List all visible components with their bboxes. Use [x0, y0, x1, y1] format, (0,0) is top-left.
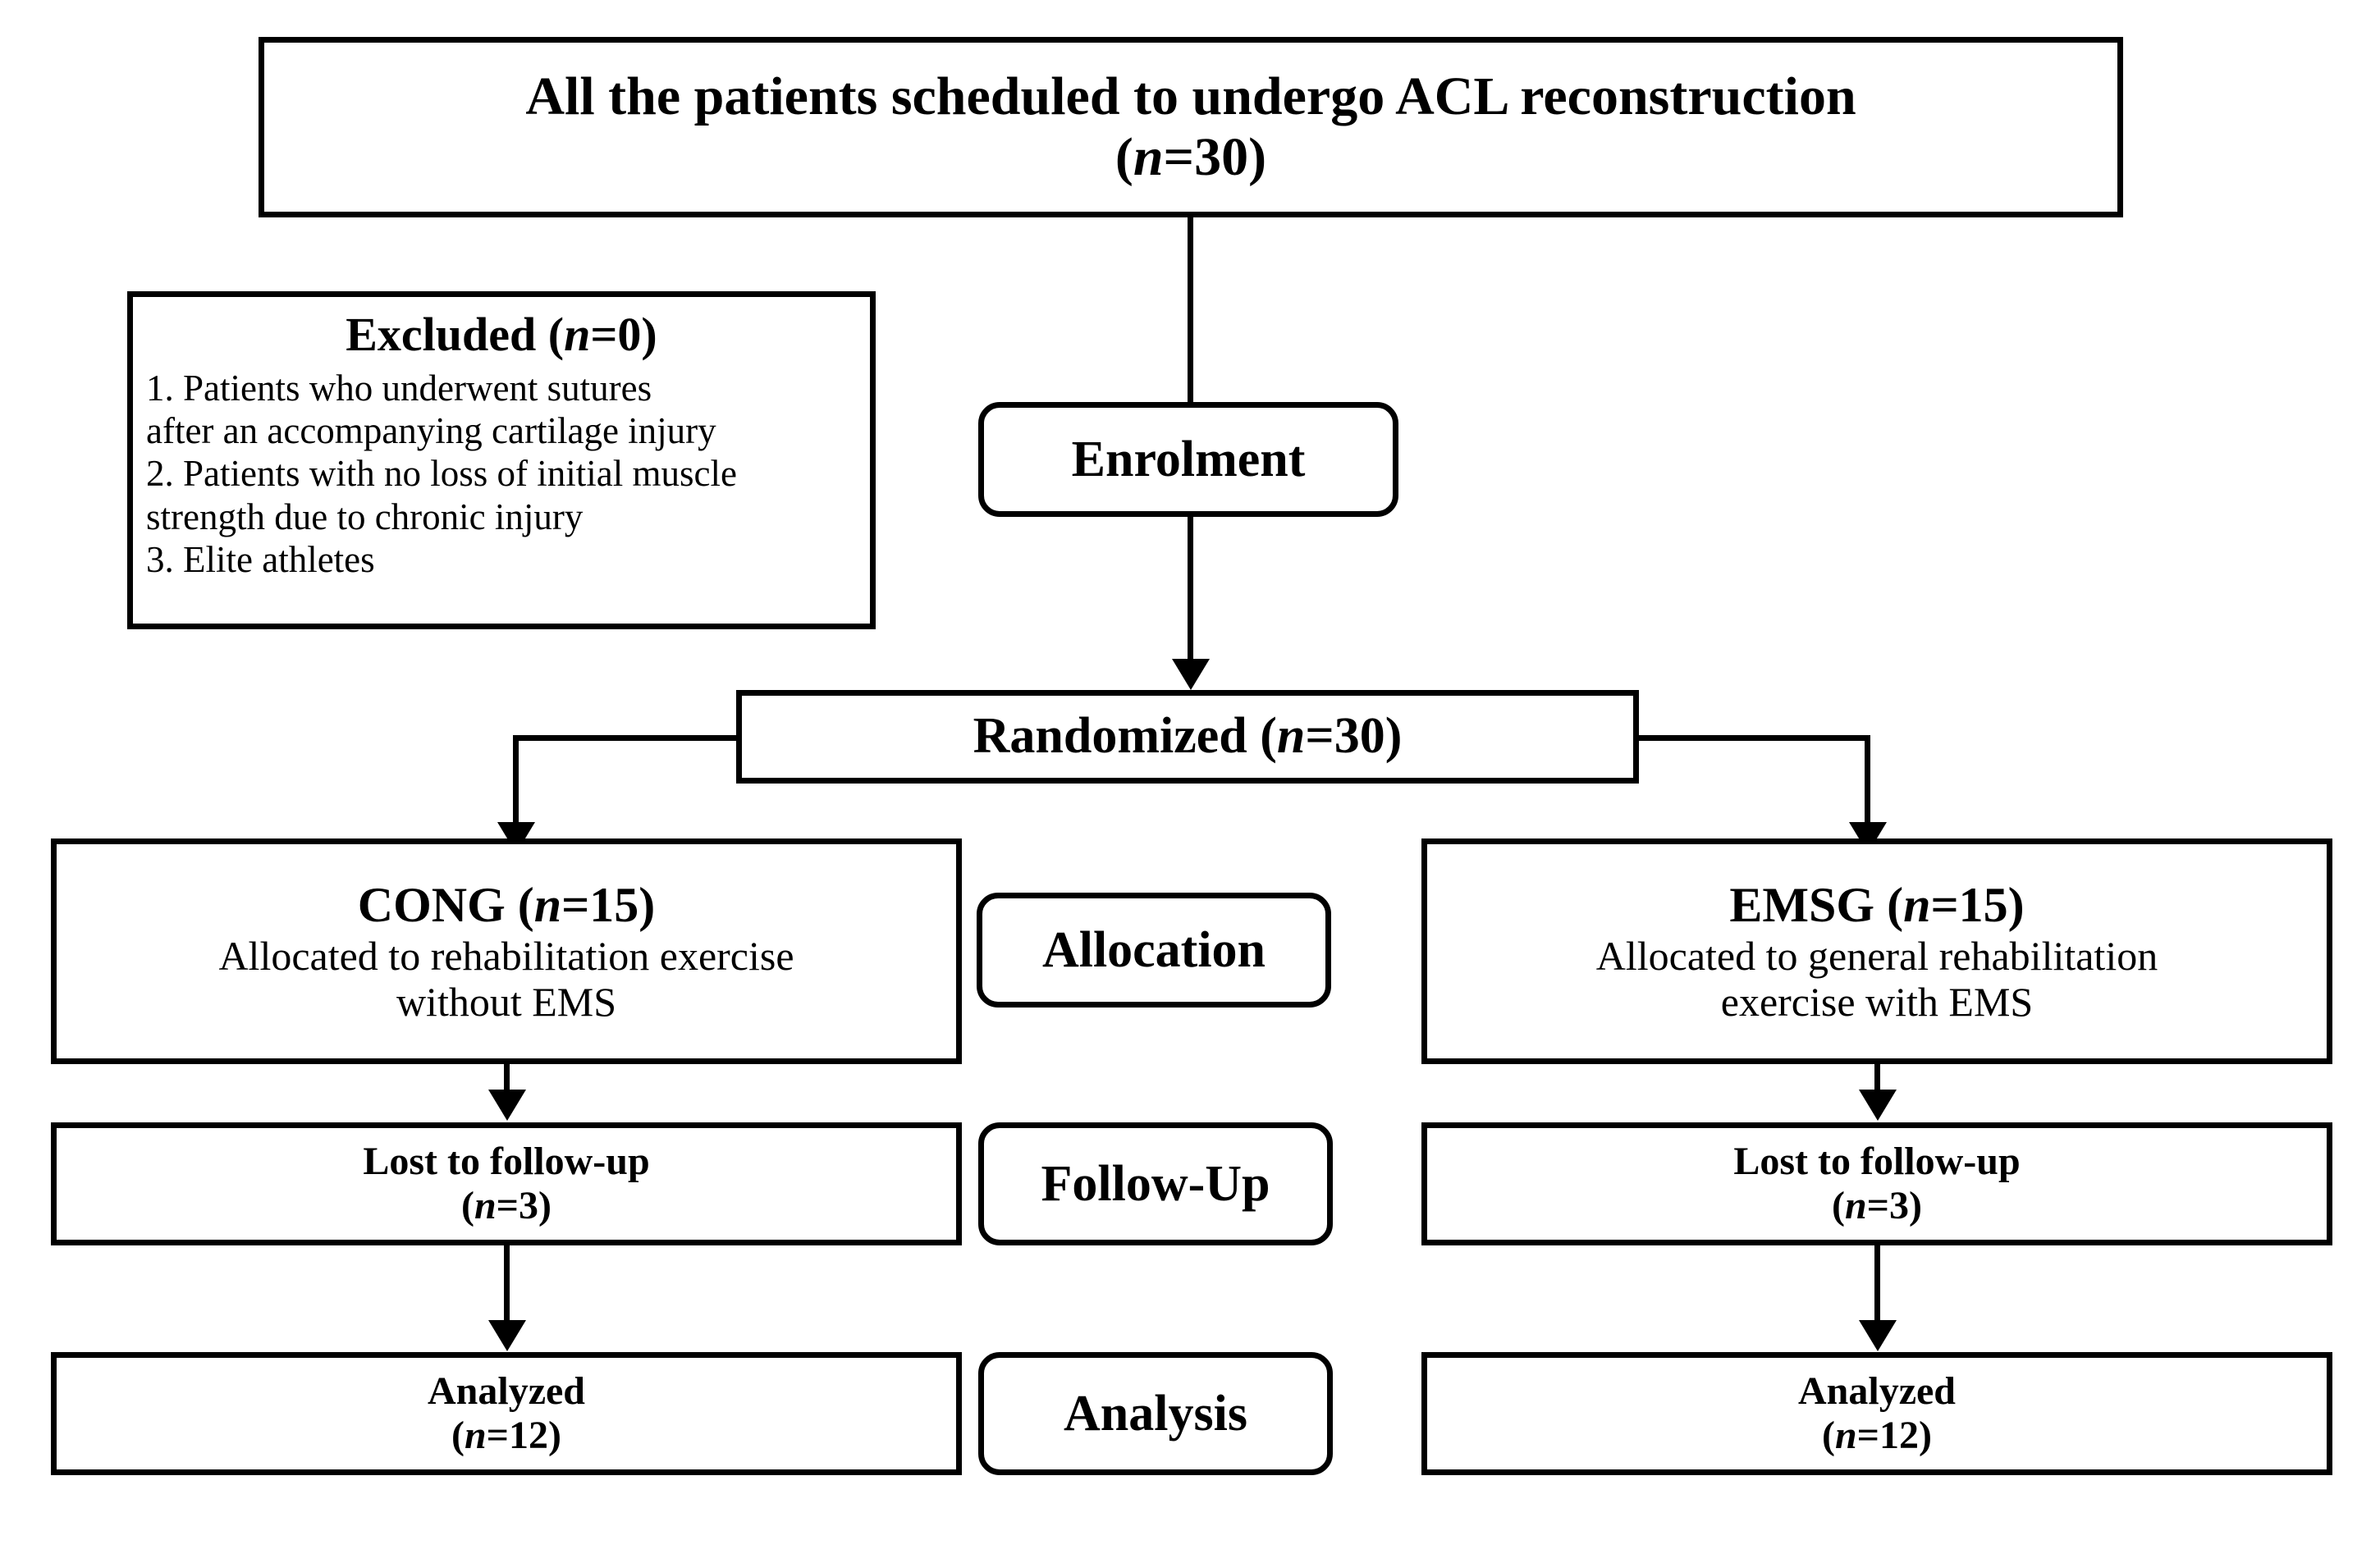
assessed-count-prefix: ( [1114, 127, 1133, 187]
randomized-italic-n: n [1276, 708, 1306, 765]
excluded-reason-item: 2. Patients with no loss of initial musc… [146, 453, 737, 495]
excluded-box: Excluded (n=0) 1. Patients who underwent… [127, 291, 876, 629]
emsg-analyzed-count: (n=12) [1427, 1414, 2327, 1458]
emsg-analyzed-label: Analyzed [1798, 1369, 1956, 1414]
followup-label: Follow-Up [1041, 1155, 1270, 1212]
arrowhead-to-randomized [1172, 659, 1210, 690]
connector-cong-alloc-to-followup [504, 1064, 510, 1095]
cong-heading-suffix: =15) [561, 877, 656, 932]
connector-cong-followup-to-analysis [504, 1245, 510, 1327]
emsg-heading: EMSG (n=15) [1427, 878, 2327, 933]
connector-randomized-right-horizontal [1636, 735, 1870, 741]
connector-enrolment-to-randomized [1188, 517, 1193, 663]
emsg-lost-to-followup-box: Lost to follow-up (n=3) [1421, 1122, 2332, 1245]
assessed-for-eligibility-box: All the patients scheduled to undergo AC… [259, 37, 2123, 217]
connector-randomized-right-vertical [1865, 735, 1870, 828]
connector-emsg-alloc-to-followup [1874, 1064, 1880, 1095]
enrolment-label: Enrolment [1071, 431, 1306, 487]
excluded-reason-item: strength due to chronic injury [146, 496, 584, 537]
cong-lost-to-followup-box: Lost to follow-up (n=3) [51, 1122, 962, 1245]
cong-lost-label: Lost to follow-up [363, 1140, 650, 1184]
arrowhead-to-cong-analyzed [488, 1320, 526, 1351]
assessed-count-suffix: =30) [1163, 127, 1267, 187]
connector-emsg-followup-to-analysis [1874, 1245, 1880, 1327]
cong-lost-italic-n: n [474, 1184, 497, 1227]
assessed-count-line: (n=30) [264, 127, 2117, 188]
emsg-analyzed-suffix: =12) [1856, 1414, 1933, 1457]
cong-allocation-line1: Allocated to rehabilitation exercise [218, 933, 794, 980]
emsg-analyzed-prefix: ( [1821, 1414, 1835, 1457]
emsg-allocation-line2: exercise with EMS [1720, 979, 2034, 1026]
allocation-label: Allocation [1041, 921, 1266, 978]
cong-analyzed-italic-n: n [464, 1414, 487, 1457]
emsg-analyzed-italic-n: n [1834, 1414, 1857, 1457]
emsg-heading-suffix: =15) [1930, 877, 2025, 932]
emsg-lost-prefix: ( [1831, 1184, 1845, 1227]
cong-heading-italic-n: n [533, 877, 562, 932]
excluded-reason-item: 1. Patients who underwent sutures [146, 367, 652, 409]
connector-randomized-left-horizontal [513, 735, 739, 741]
cong-lost-suffix: =3) [496, 1184, 552, 1227]
arrowhead-to-emsg-analyzed [1859, 1320, 1897, 1351]
stage-label-enrolment: Enrolment [978, 402, 1398, 517]
emsg-allocation-line1: Allocated to general rehabilitation [1595, 933, 2158, 980]
excluded-reason-list: 1. Patients who underwent sutures after … [146, 367, 857, 581]
excluded-title-suffix: =0) [590, 308, 657, 361]
randomized-prefix: Randomized ( [973, 708, 1277, 765]
cong-heading-prefix: CONG ( [357, 877, 534, 932]
assessed-count-italic-n: n [1133, 127, 1164, 187]
cong-analyzed-prefix: ( [451, 1414, 465, 1457]
cong-allocation-line2: without EMS [396, 979, 617, 1026]
excluded-reason-item: 3. Elite athletes [146, 538, 375, 580]
cong-analyzed-count: (n=12) [57, 1414, 956, 1458]
assessed-title-line: All the patients scheduled to undergo AC… [525, 66, 1856, 127]
stage-label-analysis: Analysis [978, 1352, 1333, 1475]
cong-analyzed-box: Analyzed (n=12) [51, 1352, 962, 1475]
excluded-title-prefix: Excluded ( [346, 308, 565, 361]
emsg-analyzed-box: Analyzed (n=12) [1421, 1352, 2332, 1475]
randomized-label: Randomized (n=30) [742, 708, 1633, 765]
cong-lost-count: (n=3) [57, 1184, 956, 1228]
cong-lost-prefix: ( [460, 1184, 474, 1227]
emsg-heading-italic-n: n [1903, 877, 1931, 932]
connector-randomized-left-vertical [513, 735, 519, 828]
emsg-lost-label: Lost to follow-up [1733, 1140, 2021, 1184]
arrowhead-to-cong-followup [488, 1090, 526, 1121]
emsg-lost-suffix: =3) [1866, 1184, 1923, 1227]
emsg-allocation-box: EMSG (n=15) Allocated to general rehabil… [1421, 838, 2332, 1064]
stage-label-allocation: Allocation [977, 893, 1331, 1008]
emsg-lost-italic-n: n [1844, 1184, 1867, 1227]
excluded-title: Excluded (n=0) [146, 308, 857, 362]
excluded-title-italic-n: n [564, 308, 591, 361]
stage-label-followup: Follow-Up [978, 1122, 1333, 1245]
emsg-lost-count: (n=3) [1427, 1184, 2327, 1228]
arrowhead-to-emsg-followup [1859, 1090, 1897, 1121]
randomized-suffix: =30) [1305, 708, 1403, 765]
cong-allocation-box: CONG (n=15) Allocated to rehabilitation … [51, 838, 962, 1064]
cong-heading: CONG (n=15) [57, 878, 956, 933]
analysis-label: Analysis [1064, 1385, 1247, 1442]
cong-analyzed-suffix: =12) [486, 1414, 562, 1457]
excluded-reason-item: after an accompanying cartilage injury [146, 410, 716, 452]
emsg-heading-prefix: EMSG ( [1729, 877, 1904, 932]
connector-assessed-to-enrolment [1188, 217, 1193, 402]
randomized-box: Randomized (n=30) [736, 690, 1639, 784]
cong-analyzed-label: Analyzed [428, 1369, 585, 1414]
